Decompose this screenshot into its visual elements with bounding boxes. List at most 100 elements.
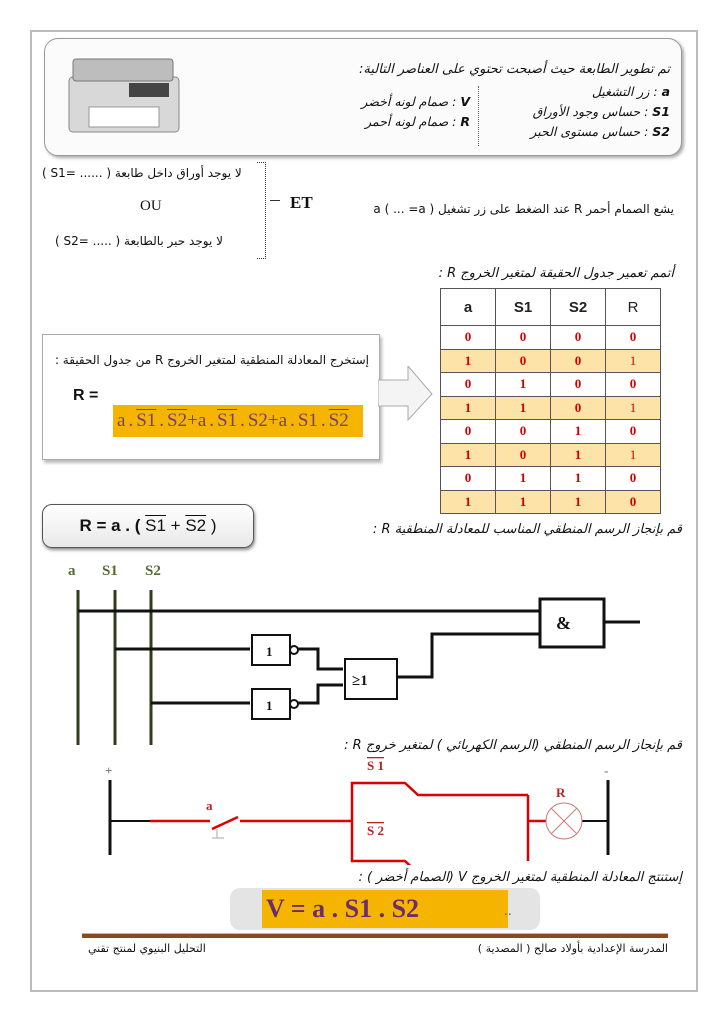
term-s2: S2 (328, 410, 349, 431)
table-cell[interactable]: 1 (605, 442, 661, 467)
term-a: a (278, 410, 288, 431)
item-sym: V (460, 94, 470, 109)
col-header: S2 (550, 288, 606, 326)
intro-separator (478, 86, 479, 146)
table-cell[interactable]: 1 (440, 348, 496, 373)
equation-instruction: إستخرج المعادلة المنطقية لمتغير الخروج R… (54, 353, 369, 367)
item-desc: : زر التشغيل (591, 84, 658, 99)
simplified-equation: R = a . ( S1 + S2 ) (42, 504, 254, 548)
and-dot: . (240, 410, 245, 431)
table-cell[interactable]: 1 (605, 348, 661, 373)
not-gate-label: 1 (266, 698, 273, 713)
input-label-s1: S1 (102, 563, 118, 579)
plus-terminal-label: + (105, 763, 112, 778)
table-cell[interactable]: 0 (605, 325, 661, 350)
contact-a-label: a (206, 798, 213, 813)
condition-et: ET (290, 193, 313, 212)
table-cell[interactable]: 0 (605, 419, 661, 444)
condition-s1: لا يوجد أوراق داخل طابعة ( ...... =S1 ) (42, 166, 242, 180)
table-cell[interactable]: 1 (495, 372, 551, 397)
term-s2: S2 (167, 410, 188, 431)
ladder-diagram: + - a S 1 S 2 R (105, 758, 610, 865)
table-cell[interactable]: 0 (550, 325, 606, 350)
term-a: a (117, 410, 126, 431)
truth-table-instruction: أتمم تعمير جدول الحقيقة لمتغير الخروج R … (438, 266, 674, 281)
table-cell[interactable]: 1 (495, 466, 551, 491)
simplified-suffix: ) (210, 516, 217, 535)
term-s1: S1 (217, 410, 238, 431)
v-equation-dots: .. (504, 904, 512, 918)
contact-s1-label: S 1 (367, 758, 384, 773)
and-gate-label: & (556, 613, 571, 633)
input-label-a: a (68, 563, 76, 579)
table-cell[interactable]: 0 (550, 395, 606, 420)
table-cell[interactable]: 1 (550, 442, 606, 467)
table-cell[interactable]: 0 (495, 419, 551, 444)
intro-title: تم تطوير الطابعة حيث أصبحت تحتوي على الع… (359, 62, 670, 77)
page-frame (30, 30, 698, 992)
equation-rhs: a.S1.S2+a.S1.S2+a.S1.S2 (113, 405, 363, 437)
arrow-right-icon (378, 366, 433, 422)
table-cell[interactable]: 0 (495, 442, 551, 467)
table-cell[interactable]: 1 (605, 395, 661, 420)
ladder-instruction: قم بإنجاز الرسم المنطقي (الرسم الكهربائي… (344, 738, 682, 753)
and-dot: . (290, 410, 295, 431)
table-cell[interactable]: 0 (440, 466, 496, 491)
and-dot: . (159, 410, 165, 431)
or-plus: + (267, 410, 279, 431)
table-cell[interactable]: 1 (495, 395, 551, 420)
table-cell[interactable]: 0 (495, 348, 551, 373)
table-cell[interactable]: 1 (440, 442, 496, 467)
and-dot: . (209, 410, 214, 431)
logic-instruction: قم بإنجاز الرسم المنطقي المناسب للمعادلة… (372, 522, 682, 537)
table-cell[interactable]: 0 (550, 348, 606, 373)
item-sym: S2 (652, 124, 670, 139)
simplified-s1-bar: S1 (145, 516, 166, 535)
item-sym: R (460, 114, 470, 129)
condition-s2: لا يوجد حبر بالطابعة ( ..... =S2 ) (55, 234, 223, 248)
col-header: S1 (495, 288, 551, 326)
table-cell[interactable]: 0 (605, 466, 661, 491)
item-sym: S1 (652, 104, 670, 119)
footer-school: المدرسة الإعدادية بأولاد صالح ( المصدية … (477, 942, 668, 955)
item-desc: : صمام لونه أحمر (365, 114, 457, 129)
table-cell[interactable]: 0 (440, 325, 496, 350)
table-cell[interactable]: 1 (550, 466, 606, 491)
table-cell[interactable]: 1 (440, 395, 496, 420)
term-s1: S1 (136, 410, 157, 431)
v-instruction: إستنتج المعادلة المنطقية لمتغير الخروج V… (358, 870, 682, 885)
table-cell[interactable]: 0 (605, 489, 661, 514)
table-cell[interactable]: 0 (550, 372, 606, 397)
minus-terminal-label: - (604, 763, 608, 778)
not-gate-label: 1 (266, 644, 273, 659)
table-cell[interactable]: 0 (440, 419, 496, 444)
table-cell[interactable]: 1 (440, 489, 496, 514)
table-cell[interactable]: 0 (440, 372, 496, 397)
input-label-s2: S2 (145, 563, 161, 579)
lamp-label: R (556, 785, 566, 800)
intro-box (44, 38, 682, 156)
v-equation: V = a . S1 . S2 (262, 890, 508, 928)
item-sym: a (661, 84, 670, 99)
printer-image (68, 58, 180, 133)
table-cell[interactable]: 0 (605, 372, 661, 397)
condition-main: يشع الصمام أحمر R عند الضغط على زر تشغيل… (373, 202, 674, 216)
condition-bracket (257, 162, 266, 259)
equation-box: إستخرج المعادلة المنطقية لمتغير الخروج R… (42, 334, 380, 460)
table-cell[interactable]: 1 (550, 489, 606, 514)
term-s2: S2 (247, 410, 268, 431)
col-header: R (605, 288, 661, 326)
table-cell[interactable]: 1 (550, 419, 606, 444)
table-cell[interactable]: 1 (495, 489, 551, 514)
simplified-s2-bar: S2 (185, 516, 207, 535)
table-cell[interactable]: 0 (495, 325, 551, 350)
item-desc: : حساس وجود الأوراق (532, 104, 649, 119)
